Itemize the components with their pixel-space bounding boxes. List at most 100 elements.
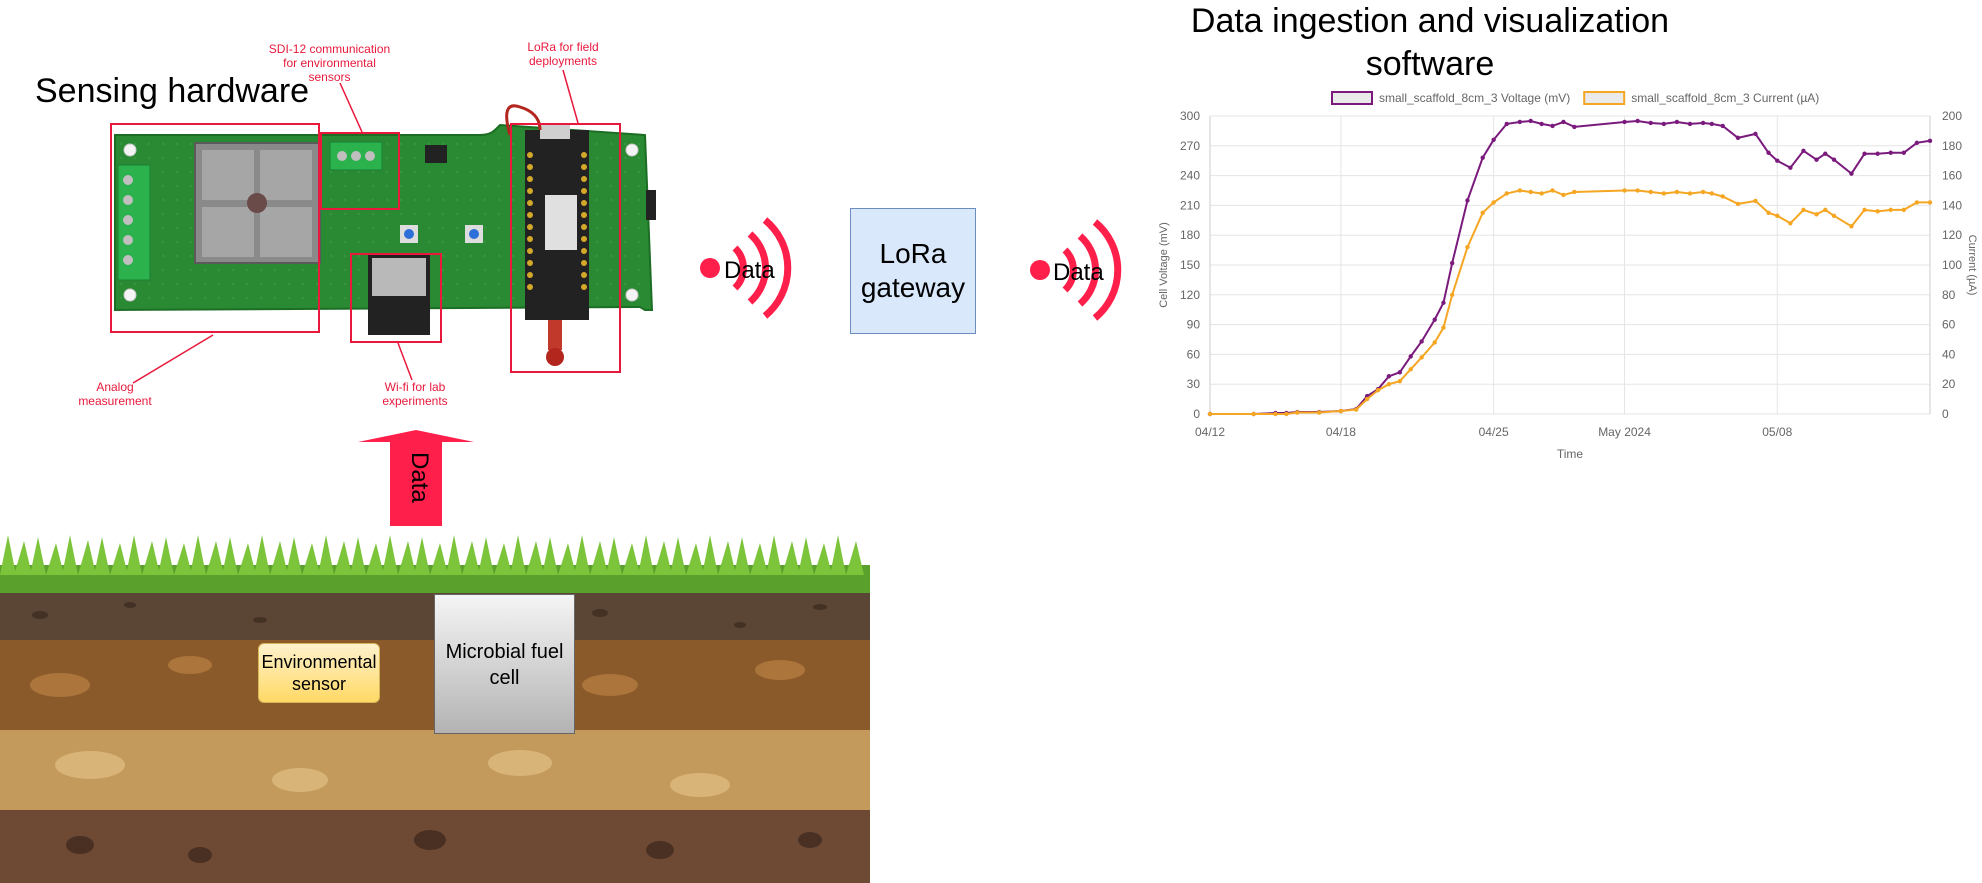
data-point: [1561, 192, 1566, 198]
lora-label: LoRa for field deployments: [527, 40, 599, 68]
data-point: [1375, 387, 1381, 393]
pcb-board-image: [114, 104, 656, 366]
legend-label: small_scaffold_8cm_3 Current (µA): [1631, 91, 1819, 105]
data-point: [1849, 171, 1854, 176]
data-point: [1901, 150, 1907, 155]
y2-tick-label: 140: [1942, 198, 1962, 212]
data-point: [1775, 158, 1780, 163]
data-point: [1927, 138, 1933, 144]
data-point: [1927, 200, 1933, 205]
data-point: [1539, 191, 1544, 196]
data-point: [1480, 210, 1485, 216]
data-point: [1823, 151, 1828, 156]
data-point: [1432, 340, 1437, 345]
legend-swatch: [1331, 91, 1373, 105]
data-point: [1801, 207, 1806, 213]
data-point: [1441, 300, 1446, 305]
data-point: [1622, 119, 1627, 125]
data-point: [1449, 292, 1455, 297]
x-tick-label: May 2024: [1598, 425, 1651, 439]
data-point: [1491, 137, 1496, 143]
data-point: [1801, 148, 1806, 153]
data-point: [1720, 194, 1725, 199]
y-tick-label: 150: [1180, 258, 1200, 272]
data-point: [1661, 191, 1667, 196]
data-point: [1397, 379, 1403, 384]
data-point: [1674, 119, 1680, 125]
data-point: [1491, 200, 1496, 205]
data-point: [1419, 339, 1424, 344]
data-point: [1831, 213, 1837, 219]
y-tick-label: 120: [1180, 288, 1200, 302]
wifi-highlight-box: [350, 253, 442, 343]
data-point: [1875, 209, 1880, 214]
data-label-2: Data: [1053, 259, 1104, 286]
data-point: [1449, 260, 1455, 266]
data-point: [1528, 118, 1533, 124]
software-title: Data ingestion and visualization softwar…: [1190, 2, 1670, 83]
data-point: [1572, 124, 1577, 130]
label-connector-lines: [132, 69, 579, 384]
data-point: [1875, 151, 1880, 156]
environmental-sensor-box: Environmental sensor: [258, 643, 380, 703]
microbial-fuel-cell-box: Microbial fuel cell: [434, 594, 575, 734]
y2-tick-label: 200: [1942, 109, 1962, 123]
y-tick-label: 90: [1187, 318, 1201, 332]
data-point: [1528, 189, 1533, 195]
data-point: [1338, 408, 1344, 414]
data-point: [1788, 165, 1793, 170]
y2-tick-label: 160: [1942, 169, 1962, 183]
data-point: [1550, 188, 1555, 193]
y2-axis-title: Current (µA): [1966, 235, 1978, 296]
data-label-1: Data: [724, 257, 775, 284]
y2-tick-label: 60: [1942, 318, 1956, 332]
data-point: [1561, 119, 1566, 125]
data-point: [1674, 189, 1680, 195]
data-point: [1504, 191, 1509, 196]
data-point: [1775, 213, 1780, 219]
data-point: [1273, 411, 1278, 417]
x-tick-label: 04/25: [1479, 425, 1509, 439]
data-point: [1419, 355, 1424, 360]
data-point: [1539, 121, 1544, 127]
data-point: [1622, 188, 1627, 193]
y2-tick-label: 100: [1942, 258, 1962, 272]
y-tick-label: 210: [1180, 198, 1200, 212]
data-point: [1862, 207, 1867, 213]
data-point: [1572, 189, 1577, 195]
wifi-label: Wi-fi for lab experiments: [382, 380, 448, 408]
data-point: [1386, 374, 1392, 379]
wireless-signal-icon-1: [700, 217, 792, 319]
y2-tick-label: 80: [1942, 288, 1956, 302]
data-point: [1766, 210, 1771, 216]
data-point: [1397, 370, 1403, 375]
x-tick-label: 04/18: [1326, 425, 1356, 439]
data-point: [1251, 411, 1256, 417]
sdi12-label: SDI-12 communication for environmental s…: [268, 42, 391, 84]
data-point: [1788, 221, 1793, 226]
data-point: [1914, 200, 1920, 205]
data-point: [1814, 157, 1819, 162]
data-point: [1709, 191, 1715, 196]
data-point: [1849, 224, 1854, 229]
data-point: [1207, 411, 1213, 417]
data-point: [1441, 325, 1446, 330]
data-point: [1831, 157, 1837, 162]
microbial-fuel-cell-label: Microbial fuel cell: [445, 641, 564, 689]
voltage-current-chart: 0306090120150180210240270300020406080100…: [1158, 91, 1978, 461]
data-point: [1353, 407, 1359, 412]
x-tick-label: 04/12: [1195, 425, 1225, 439]
data-point: [1901, 207, 1907, 213]
data-point: [1720, 123, 1725, 129]
data-point: [1284, 411, 1289, 417]
data-up-arrow: [358, 430, 474, 526]
data-point: [1480, 155, 1485, 160]
data-point: [1888, 150, 1893, 155]
data-point: [1408, 367, 1413, 372]
data-point: [1914, 140, 1920, 146]
y2-tick-label: 120: [1942, 228, 1962, 242]
data-up-label: Data: [406, 452, 433, 503]
data-point: [1432, 317, 1437, 322]
data-point: [1700, 189, 1706, 195]
data-point: [1408, 354, 1413, 359]
